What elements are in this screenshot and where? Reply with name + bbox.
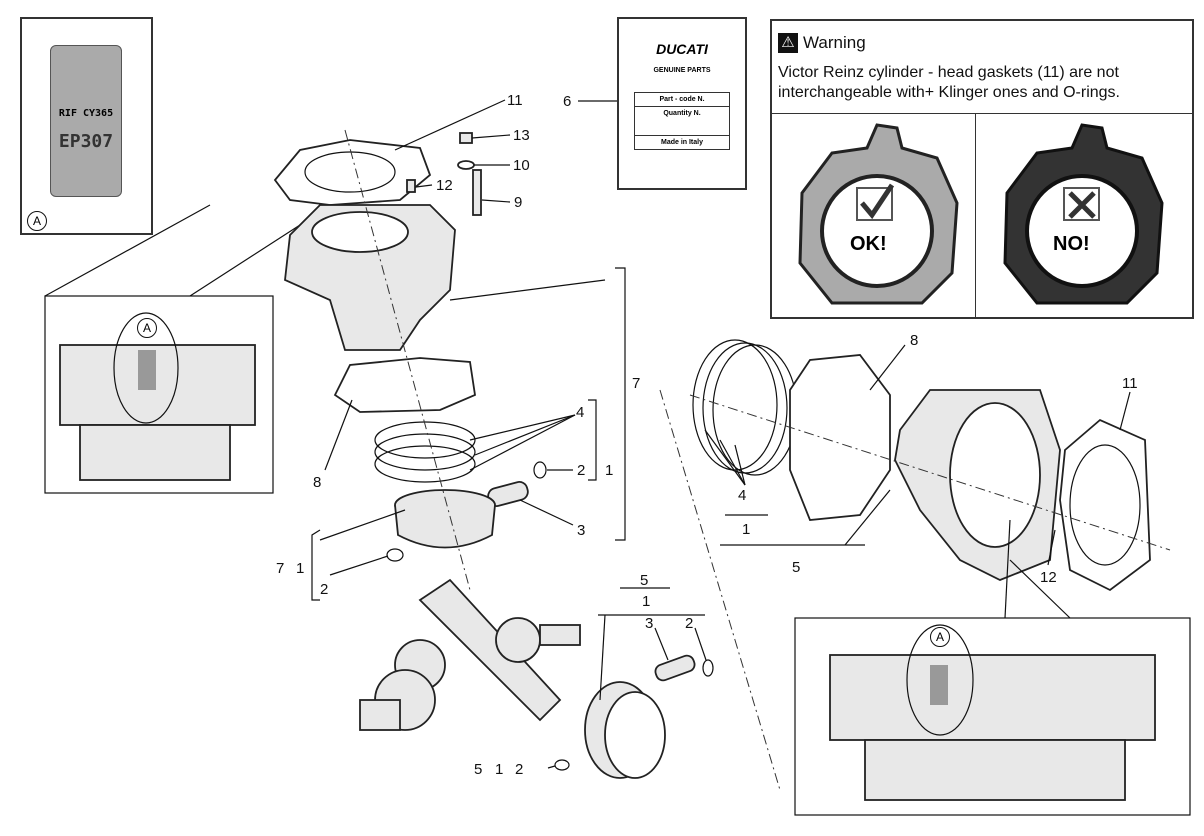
piston: [394, 489, 496, 549]
callout-7: 7: [632, 375, 640, 392]
callout-1c: 1: [642, 593, 650, 610]
brand-logo: DUCATI: [656, 41, 708, 57]
base-gasket-8: [333, 357, 476, 413]
card-subtitle: GENUINE PARTS: [653, 67, 711, 74]
callout-8b: 8: [910, 332, 918, 349]
callout-6: 6: [563, 93, 571, 110]
marker-a: A: [27, 211, 47, 231]
callout-5c: 5: [792, 559, 800, 576]
stud-9: [472, 169, 482, 216]
callout-2b: 2: [320, 581, 328, 598]
callout-3: 3: [577, 522, 585, 539]
base-gasket-right: [789, 354, 891, 521]
crankshaft-conrod: [359, 578, 581, 731]
cylinder-tag: RIF CY365 EP307: [50, 45, 122, 197]
callout-8: 8: [313, 474, 321, 491]
warning-box: ⚠ Warning Victor Reinz cylinder - head g…: [770, 19, 1194, 319]
callout-7b: 7: [276, 560, 284, 577]
head-gasket-11: [273, 139, 432, 206]
nut-13: [459, 132, 473, 144]
detail-marker-a: A: [137, 318, 157, 338]
genuine-parts-card: DUCATI GENUINE PARTS Part - code N. Quan…: [617, 17, 747, 190]
ok-label: OK!: [850, 233, 887, 255]
circlip-2: [533, 461, 547, 479]
detail-marker-a: A: [930, 627, 950, 647]
tag-line-1: RIF CY365: [58, 108, 114, 119]
dowel-12: [406, 179, 416, 193]
cylinder: [284, 204, 456, 351]
callout-3b: 3: [645, 615, 653, 632]
warning-text: Victor Reinz cylinder - head gaskets (11…: [778, 64, 1120, 101]
card-row: Part - code N.: [634, 92, 730, 107]
detail-inset-right: [794, 617, 1191, 816]
callout-12: 12: [436, 177, 453, 194]
card-row: Quantity N.: [634, 107, 730, 136]
warning-heading: Warning: [803, 33, 866, 52]
callout-1: 1: [605, 462, 613, 479]
callout-1d: 1: [495, 761, 503, 778]
piston-2: [584, 681, 666, 779]
gasket-comparison: [798, 123, 1164, 305]
callout-11: 11: [507, 92, 523, 109]
callout-4: 4: [576, 404, 584, 421]
callout-5b: 5: [474, 761, 482, 778]
callout-12b: 12: [1040, 569, 1057, 586]
callout-10: 10: [513, 157, 530, 174]
cylinder-detail-left: [59, 344, 256, 426]
card-row: Made in Italy: [634, 136, 730, 150]
callout-2c: 2: [685, 615, 693, 632]
tag-inset: RIF CY365 EP307 A: [20, 17, 153, 235]
rings-right: [692, 339, 798, 476]
piston-rings-4: [374, 421, 476, 483]
callout-5: 5: [640, 572, 648, 589]
warning-icon: ⚠: [778, 33, 798, 53]
callout-2d: 2: [515, 761, 523, 778]
callout-1b: 1: [296, 560, 304, 577]
callout-4b: 4: [738, 487, 746, 504]
no-label: NO!: [1053, 233, 1090, 255]
callout-13: 13: [513, 127, 530, 144]
callout-11b: 11: [1122, 375, 1138, 392]
callout-2: 2: [577, 462, 585, 479]
callout-1e: 1: [742, 521, 750, 538]
washer-10: [457, 160, 475, 170]
detail-inset-left: [44, 295, 274, 494]
head-gasket-right: [1059, 418, 1151, 592]
leader-lines: [311, 99, 1131, 769]
tag-line-2: EP307: [58, 131, 114, 152]
callout-9: 9: [514, 194, 522, 211]
